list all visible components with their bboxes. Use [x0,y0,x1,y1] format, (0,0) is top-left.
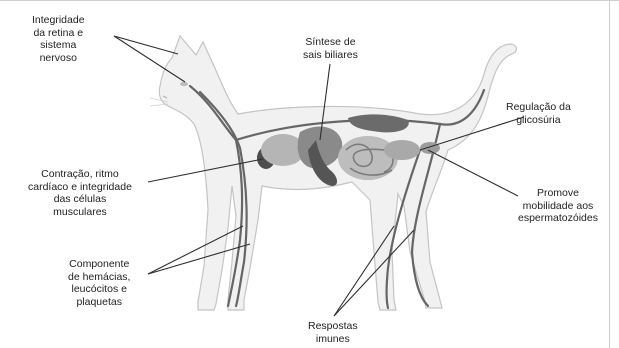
blood-label: Componente de hemácias, leucócitos e pla… [68,258,130,308]
glucose-label-line: Regulação da [506,101,571,114]
eye-mark [180,82,188,86]
blood-label-line: plaquetas [68,296,130,309]
bile-label-line: sais biliares [303,49,358,62]
bile-label-line: Síntese de [303,36,358,49]
retina-label-line: da retina e [32,27,85,40]
cat-body [159,36,516,310]
immune-label-line: imunes [308,333,358,346]
retina-label-line: Integridade [32,14,85,27]
glucose-label: Regulação da glicosúria [506,101,571,126]
bile-label: Síntese de sais biliares [303,36,358,61]
retina-label-line: nervoso [32,52,85,65]
blood-label-line: leucócitos e [68,283,130,296]
muscle-label-line: musculares [28,206,132,219]
muscle-label-line: Contração, ritmo [28,168,132,181]
blood-label-line: de hemácias, [68,271,130,284]
blood-label-line: Componente [68,258,130,271]
immune-label: Respostas imunes [308,320,358,345]
sperm-label-line: mobilidade aos [518,200,598,213]
muscle-label: Contração, ritmo cardíaco e integridade … [28,168,132,218]
retina-callout-line-1 [114,36,178,54]
muscle-label-line: cardíaco e integridade [28,181,132,194]
immune-label-line: Respostas [308,320,358,333]
sperm-label-line: Promove [518,187,598,200]
bladder-organ [420,142,440,154]
sperm-label-line: espermatozóides [518,212,598,225]
sperm-label: Promove mobilidade aos espermatozóides [518,187,598,225]
retina-label-line: sistema [32,39,85,52]
glucose-label-line: glicosúria [506,114,571,127]
muscle-label-line: das células [28,193,132,206]
retina-label: Integridade da retina e sistema nervoso [32,14,85,64]
sperm-callout-line [428,150,518,196]
